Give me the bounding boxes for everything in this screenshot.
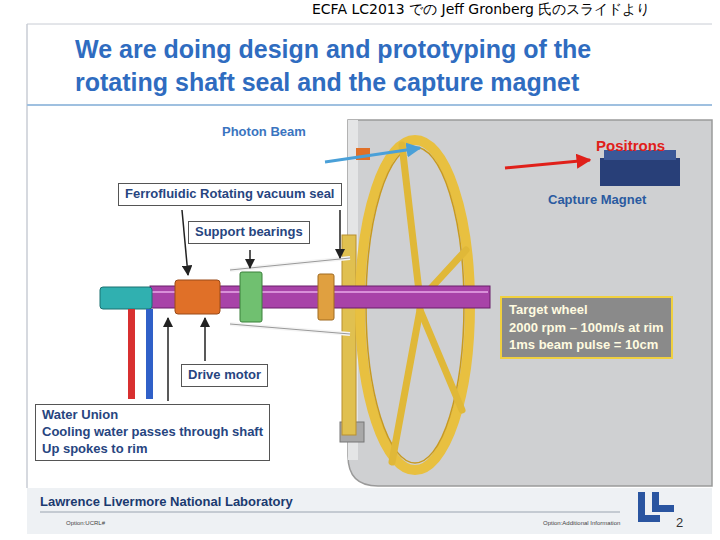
title-rule (27, 104, 712, 106)
frame-line (27, 24, 712, 25)
leader-arrow (204, 318, 206, 361)
leader-arrow (339, 210, 341, 258)
box-line: 1ms beam pulse = 10cm (509, 336, 664, 354)
organization-name: Lawrence Livermore National Laboratory (40, 494, 293, 509)
cold-water-pipe (146, 309, 153, 399)
callout-box: Water UnionCooling water passes through … (35, 404, 270, 461)
logo-bar (652, 505, 674, 512)
box-heading: Drive motor (188, 367, 261, 384)
positron-arrow (505, 160, 590, 168)
footer-rule (40, 512, 620, 513)
box-heading: Target wheel (509, 301, 664, 319)
box-heading: Support bearings (195, 224, 303, 241)
callout-box: Support bearings (188, 221, 310, 244)
capture-magnet-block (600, 158, 680, 186)
photon-beam-arrow (325, 148, 420, 162)
box-heading: Water Union (42, 407, 263, 424)
page-number: 2 (676, 515, 683, 530)
water-union (100, 287, 152, 309)
logo-bar (638, 515, 660, 522)
ferrofluidic-seal (175, 280, 220, 314)
frame-rod (230, 324, 350, 334)
box-line: Cooling water passes through shaft (42, 424, 263, 441)
beam-label: Photon Beam (222, 124, 306, 139)
support-bearing (240, 272, 262, 322)
callout-box: Drive motor (181, 364, 268, 387)
frame-rod (230, 258, 350, 270)
frame-line (26, 24, 28, 488)
part-label: Capture Magnet (548, 192, 646, 207)
footer-note: Option:Additional Information (543, 520, 620, 526)
beam-label: Positrons (596, 137, 665, 154)
box-line: 2000 rpm – 100m/s at rim (509, 319, 664, 337)
callout-box: Ferrofluidic Rotating vacuum seal (118, 183, 342, 206)
spec-box: Target wheel2000 rpm – 100m/s at rim1ms … (500, 296, 673, 359)
leader-arrow (167, 318, 169, 401)
support-bearing (318, 274, 334, 320)
leader-arrow (249, 250, 251, 268)
footer-band (27, 488, 712, 534)
footer-note: Option:UCRL# (66, 520, 105, 526)
frame-rod (230, 258, 350, 270)
source-note: ECFA LC2013 での Jeff Gronberg 氏のスライドより (312, 1, 650, 19)
slide-title: We are doing design and prototyping of t… (75, 33, 645, 98)
hot-water-pipe (128, 309, 135, 399)
box-line: Up spokes to rim (42, 441, 263, 458)
wheel-spoke (402, 145, 420, 300)
llnl-logo (638, 492, 674, 522)
wheel-spoke (420, 310, 462, 410)
frame-rod (230, 324, 350, 334)
box-heading: Ferrofluidic Rotating vacuum seal (125, 186, 335, 203)
wheel-spoke (392, 310, 420, 462)
